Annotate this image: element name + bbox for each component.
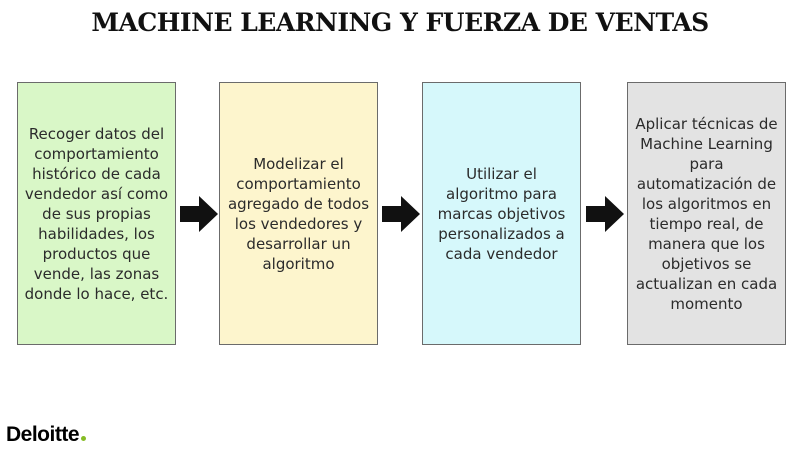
page-title: MACHINE LEARNING Y FUERZA DE VENTAS [91,8,709,37]
step-text: Modelizar el comportamiento agregado de … [227,154,370,273]
step-text: Aplicar técnicas de Machine Learning par… [635,114,778,313]
logo-dot [81,436,87,441]
step-box-collect-data: Recoger datos del comportamiento históri… [17,82,176,345]
right-arrow-icon [180,196,218,232]
step-box-apply-ml: Aplicar técnicas de Machine Learning par… [627,82,786,345]
deloitte-logo: Deloitte [6,423,87,447]
right-arrow-icon [382,196,420,232]
step-text: Utilizar el algoritmo para marcas objeti… [437,164,566,263]
right-arrow-icon [586,196,624,232]
step-text: Recoger datos del comportamiento históri… [24,124,169,303]
logo-text: Deloitte [6,423,80,446]
step-box-model: Modelizar el comportamiento agregado de … [219,82,378,345]
step-box-use-algorithm: Utilizar el algoritmo para marcas objeti… [422,82,581,345]
